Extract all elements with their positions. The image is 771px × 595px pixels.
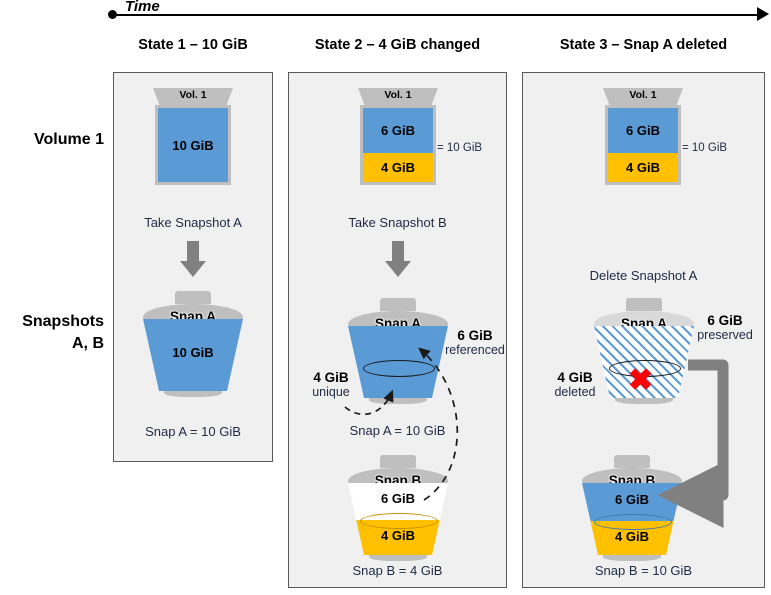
state-3-snapshot-b-caption: Snap B = 10 GiB: [594, 563, 693, 578]
row-label-snapshots: Snapshots A, B: [0, 311, 104, 354]
snapshot-amount-upper: 6 GiB: [381, 491, 415, 506]
volume-segment-blue: 10 GiB: [158, 108, 228, 182]
volume-segment-blue: 6 GiB: [608, 108, 678, 153]
state-3-snapshot-a-graphic: Snap A ✖: [592, 298, 696, 404]
snapshot-body: 6 GiB 4 GiB: [582, 483, 682, 555]
state-1-down-arrow-icon: [180, 241, 206, 277]
volume-segment-blue: 6 GiB: [363, 108, 433, 153]
state-1-snapshot-a-caption: Snap A = 10 GiB: [145, 424, 241, 439]
state-3-snapshot-b-graphic: Snap B 6 GiB 4 GiB: [580, 455, 684, 561]
time-axis-arrowhead-icon: [757, 7, 769, 21]
volume-body: 10 GiB: [155, 105, 231, 185]
row-label-snapshots-line2: A, B: [72, 334, 104, 352]
delete-x-icon: ✖: [628, 364, 654, 397]
state-2-annotation-referenced: 6 GiB referenced: [436, 328, 514, 357]
snapshot-body-deleted: ✖: [594, 326, 694, 398]
state-2-action-label: Take Snapshot B: [348, 215, 447, 230]
annotation-caption: deleted: [554, 385, 596, 399]
row-label-volume: Volume 1: [34, 131, 104, 148]
snapshot-amount-lower: 4 GiB: [381, 528, 415, 543]
state-2-volume-graphic: Vol. 1 6 GiB 4 GiB: [355, 88, 441, 185]
state-3-volume-graphic: Vol. 1 6 GiB 4 GiB: [600, 88, 686, 185]
snapshot-knob: [380, 298, 416, 311]
annotation-amount: 6 GiB: [707, 313, 743, 328]
time-axis-origin-dot: [108, 10, 117, 19]
annotation-caption: referenced: [445, 343, 505, 357]
state-3-volume-total: = 10 GiB: [682, 142, 728, 154]
snapshot-knob: [626, 298, 662, 311]
state-3-title: State 3 – Snap A deleted: [559, 37, 728, 53]
snapshot-foot: [164, 387, 222, 397]
snapshot-body: 6 GiB 4 GiB: [348, 483, 448, 555]
state-2-snapshot-b-caption: Snap B = 4 GiB: [352, 563, 443, 578]
volume-body: 6 GiB 4 GiB: [360, 105, 436, 185]
state-1-action-label: Take Snapshot A: [144, 215, 242, 230]
annotation-caption: preserved: [697, 328, 753, 342]
state-3-annotation-preserved: 6 GiB preserved: [686, 313, 764, 342]
state-1-snapshot-a-graphic: Snap A 10 GiB: [141, 291, 245, 397]
volume-segment-yellow: 4 GiB: [608, 153, 678, 182]
snapshot-body: 10 GiB: [143, 319, 243, 391]
snapshot-divider-ellipse: [363, 360, 435, 377]
time-axis-line: [110, 14, 765, 16]
state-2-snapshot-b-graphic: Snap B 6 GiB 4 GiB: [346, 455, 450, 561]
state-1-title: State 1 – 10 GiB: [138, 37, 248, 53]
snapshot-foot: [615, 394, 673, 404]
snapshot-foot: [369, 394, 427, 404]
state-1-volume-graphic: Vol. 1 10 GiB: [150, 88, 236, 185]
annotation-caption: unique: [312, 385, 350, 399]
state-2-title: State 2 – 4 GiB changed: [314, 37, 481, 53]
row-label-snapshots-line1: Snapshots: [22, 313, 104, 330]
state-3-annotation-deleted: 4 GiB deleted: [540, 370, 610, 399]
volume-segment-yellow: 4 GiB: [363, 153, 433, 182]
volume-cap-label: Vol. 1: [153, 88, 233, 105]
snapshot-foot: [603, 551, 661, 561]
snapshot-knob: [380, 455, 416, 468]
state-2-volume-total: = 10 GiB: [437, 142, 483, 154]
annotation-amount: 4 GiB: [557, 370, 593, 385]
snapshot-knob: [175, 291, 211, 304]
state-2-snapshot-a-caption: Snap A = 10 GiB: [349, 423, 446, 438]
snapshot-divider-ellipse: [609, 360, 681, 377]
state-2-down-arrow-icon: [385, 241, 411, 277]
snapshot-amount-lower: 4 GiB: [615, 529, 649, 544]
volume-cap-label: Vol. 1: [603, 88, 683, 105]
snapshot-fill-blue: [143, 319, 243, 391]
snapshot-amount-label: 10 GiB: [172, 345, 214, 360]
volume-body: 6 GiB 4 GiB: [605, 105, 681, 185]
snapshot-foot: [369, 551, 427, 561]
state-2-annotation-unique: 4 GiB unique: [296, 370, 366, 399]
time-axis-label: Time: [125, 0, 160, 15]
snapshot-amount-upper: 6 GiB: [615, 492, 649, 507]
snapshot-divider-ellipse: [594, 514, 672, 530]
snapshot-knob: [614, 455, 650, 468]
annotation-amount: 4 GiB: [313, 370, 349, 385]
snapshot-divider-ellipse: [360, 513, 438, 529]
state-3-action-label: Delete Snapshot A: [589, 268, 698, 283]
annotation-amount: 6 GiB: [457, 328, 493, 343]
volume-cap-label: Vol. 1: [358, 88, 438, 105]
